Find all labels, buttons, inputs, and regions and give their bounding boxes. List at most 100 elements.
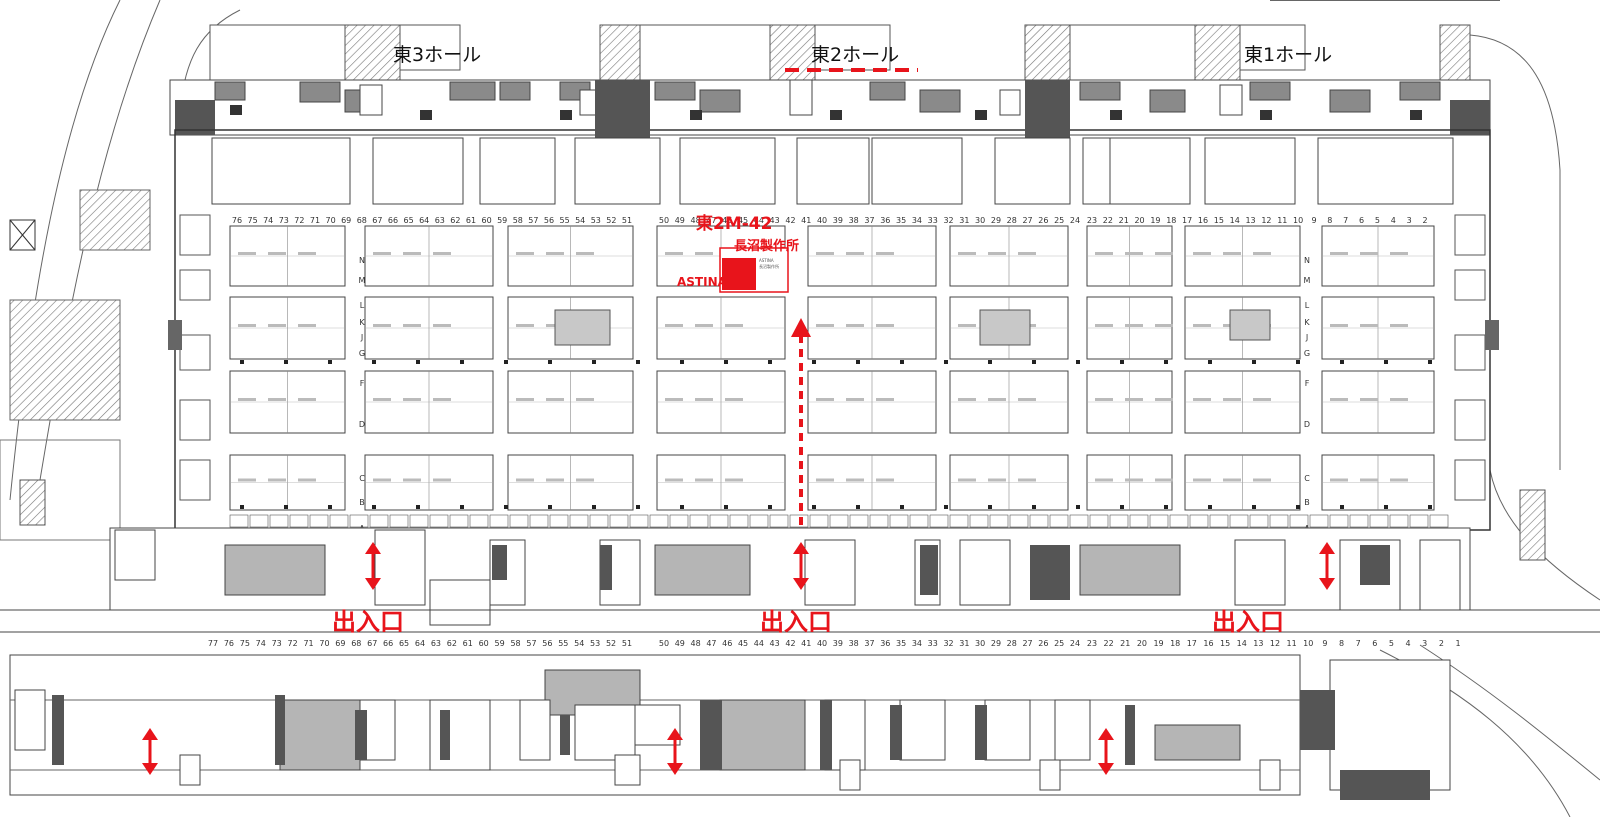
- entrance-arrows: [142, 542, 1335, 775]
- hall3-label-box: [399, 24, 461, 71]
- lower-wall: [275, 695, 285, 765]
- entrance-label-center: 出入口: [760, 608, 832, 636]
- booth-text-mark: [1193, 478, 1211, 482]
- booth-text-mark: [433, 324, 451, 327]
- row-a-booth: [989, 514, 1009, 528]
- column-number: 62: [447, 639, 457, 648]
- svg-text:ASTINA: ASTINA: [759, 258, 774, 263]
- column-number: 29: [991, 639, 1001, 648]
- pillar: [548, 505, 552, 509]
- column-number: 31: [959, 216, 969, 225]
- booth-text-mark: [846, 478, 864, 482]
- booth-text-mark: [403, 252, 421, 255]
- row-a-booth: [309, 514, 329, 528]
- column-number: 70: [319, 639, 329, 648]
- row-letter: B: [359, 498, 365, 507]
- booth-text-mark: [876, 398, 894, 401]
- large-booth: [1317, 137, 1454, 205]
- corridor-room: [214, 81, 246, 101]
- row-a-booth: [729, 514, 749, 528]
- booth-grid: [229, 225, 1449, 528]
- row-a-booth: [869, 514, 889, 528]
- entrance-wall: [1030, 545, 1070, 600]
- booth-text-mark: [958, 324, 976, 327]
- side-room: [1454, 399, 1486, 441]
- left-road: [0, 189, 1546, 561]
- column-number: 19: [1153, 639, 1163, 648]
- row-a-booth: [1209, 514, 1229, 528]
- gray-area: [554, 309, 611, 346]
- row-a-booth: [829, 514, 849, 528]
- large-booth: [1109, 137, 1191, 205]
- column-number: 55: [558, 639, 568, 648]
- large-booth: [574, 137, 661, 205]
- hall1-upper-room: [1069, 24, 1196, 81]
- column-number: 74: [263, 216, 273, 225]
- row-a-booth: [1249, 514, 1269, 528]
- column-number: 25: [1054, 639, 1064, 648]
- pillar: [1120, 505, 1124, 509]
- booth-text-mark: [1223, 252, 1241, 255]
- lower-gray-hall: [279, 699, 361, 771]
- corridor-room: [699, 89, 741, 113]
- column-number: 64: [419, 216, 429, 225]
- column-number: 51: [622, 639, 632, 648]
- side-room: [1454, 214, 1486, 256]
- corridor-room: [654, 81, 696, 101]
- large-booth: [372, 137, 464, 205]
- row-a-booth: [1389, 514, 1409, 528]
- booth-text-mark: [816, 252, 834, 255]
- column-number: 67: [372, 216, 382, 225]
- column-number: 40: [817, 216, 827, 225]
- pillar: [372, 360, 376, 364]
- booth-text-mark: [1253, 398, 1271, 401]
- lower-east-building: [1329, 659, 1451, 791]
- booth-text-mark: [816, 398, 834, 401]
- row-a-booth: [429, 514, 449, 528]
- side-room: [179, 399, 211, 441]
- arrow-lower-3-up-icon: [1098, 728, 1114, 740]
- escalator: [359, 84, 383, 116]
- row-a-booth: [289, 514, 309, 528]
- booth-text-mark: [816, 324, 834, 327]
- row-a-booth: [649, 514, 669, 528]
- booth-text-mark: [665, 324, 683, 327]
- side-room: [179, 269, 211, 301]
- corridor-dot: [1410, 110, 1422, 120]
- corridor-dot: [420, 110, 432, 120]
- column-number: 1: [1455, 639, 1460, 648]
- lower-room: [574, 704, 636, 761]
- column-number: 67: [367, 639, 377, 648]
- column-number: 50: [659, 216, 669, 225]
- row-a-booth: [689, 514, 709, 528]
- highlight-booth[interactable]: ASTINA 長沼製作所: [719, 247, 789, 293]
- pillar: [680, 360, 684, 364]
- row-a-booth: [589, 514, 609, 528]
- column-number: 30: [975, 639, 985, 648]
- column-number: 9: [1322, 639, 1327, 648]
- row-letter: D: [1304, 420, 1310, 429]
- booth-text-mark: [1193, 398, 1211, 401]
- entrance-hall-gray: [224, 544, 326, 596]
- column-number: 4: [1406, 639, 1411, 648]
- hall-tower-blocks: [209, 24, 1471, 86]
- booth-text-mark: [1330, 398, 1348, 401]
- column-number: 7: [1343, 216, 1348, 225]
- large-booth: [871, 137, 963, 205]
- booth-text-mark: [373, 252, 391, 255]
- booth-text-mark: [1193, 252, 1211, 255]
- hall1-label-box: [1239, 24, 1306, 71]
- astina-booth-marker[interactable]: [722, 258, 756, 290]
- column-number: 66: [383, 639, 393, 648]
- column-number: 75: [240, 639, 250, 648]
- row-a-booth: [1129, 514, 1149, 528]
- lower-gray-hall: [1154, 724, 1241, 761]
- pillar: [1384, 360, 1388, 364]
- booth-text-mark: [403, 324, 421, 327]
- lower-stair: [839, 759, 861, 791]
- row-letter: F: [1305, 379, 1310, 388]
- row-a-booth: [409, 514, 429, 528]
- row-letter: G: [359, 349, 365, 358]
- column-number: 77: [208, 639, 218, 648]
- hall-east3-label: 東3ホール: [393, 44, 481, 66]
